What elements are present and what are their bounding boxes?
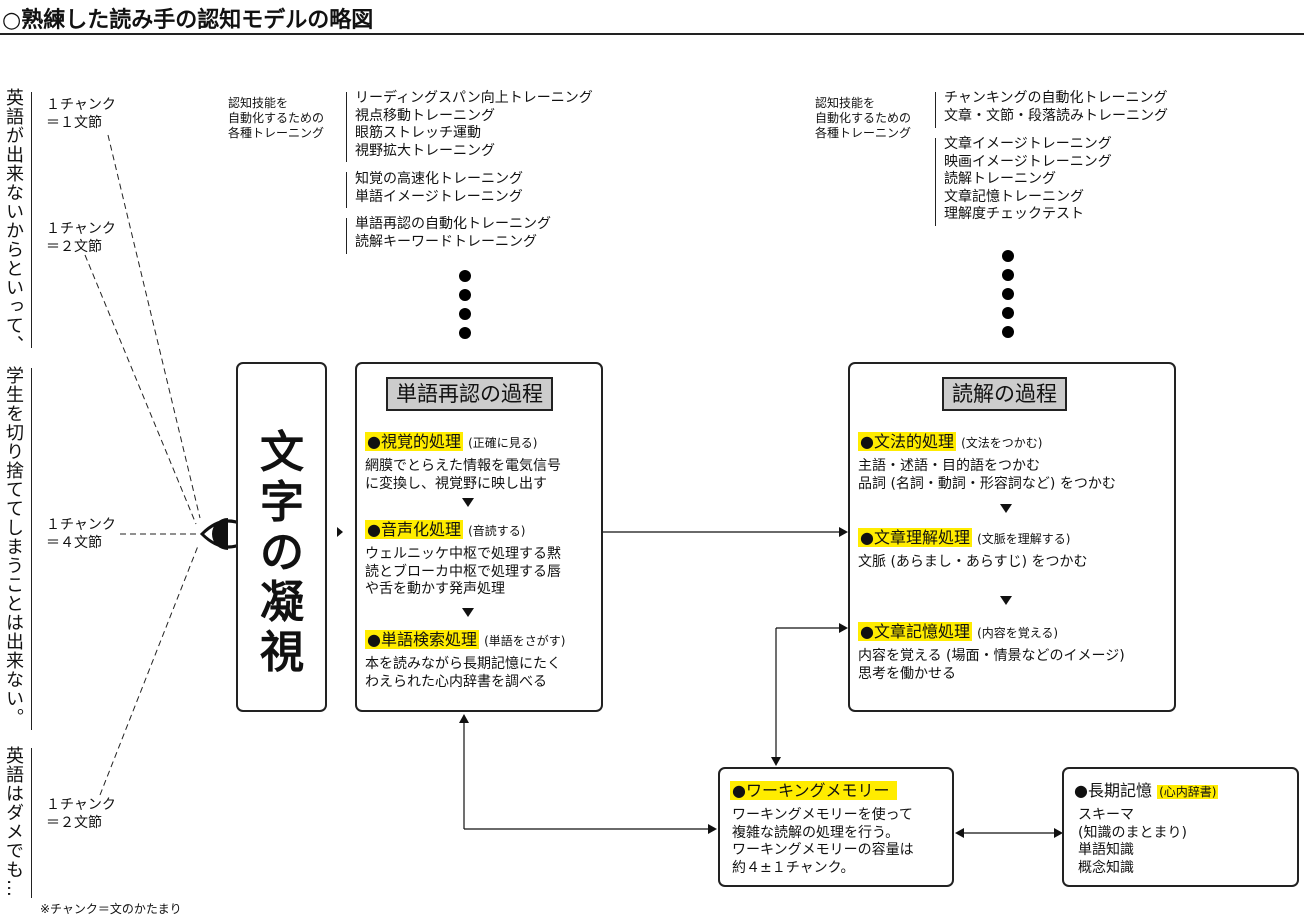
dash-line-4 <box>99 545 199 796</box>
reading-step-2: ●文章理解処理 (文脈を理解する) 文脈 (あらまし・あらすじ) をつかむ <box>858 528 1088 570</box>
working-memory-box: ●ワーキングメモリー ワーキングメモリーを使って 複雑な読解の処理を行う。 ワー… <box>718 767 954 887</box>
training-right-group-1: チャンキングの自動化トレーニング 文章・文節・段落読みトレーニング <box>944 90 1168 124</box>
training-left-group-1: リーディングスパン向上トレーニング 視点移動トレーニング 眼筋ストレッチ運動 視… <box>355 90 593 159</box>
training-left-rule-1 <box>346 92 347 162</box>
long-term-memory-text: スキーマ (知識のまとまり) 単語知識 概念知識 <box>1078 807 1187 876</box>
dash-line-1 <box>107 134 201 519</box>
chunk-label-1: １チャンク＝１文節 <box>46 97 116 131</box>
reading-step-3: ●文章記憶処理 (内容を覚える) 内容を覚える (場面・情景などのイメージ) 思… <box>858 622 1125 682</box>
left-rule-1 <box>31 92 32 348</box>
ellipsis-dot <box>1002 307 1014 319</box>
left-text-2: 学生を切り捨ててしまうことは出来ない。 <box>3 366 24 727</box>
training-right-label: 認知技能を 自動化するための 各種トレーニング <box>815 96 912 140</box>
down-arrow-icon <box>1000 596 1012 605</box>
left-rule-2 <box>31 368 32 730</box>
training-left-group-3: 単語再認の自動化トレーニング 読解キーワードトレーニング <box>355 216 551 250</box>
training-right-group-2: 文章イメージトレーニング 映画イメージトレーニング 読解トレーニング 文章記憶ト… <box>944 136 1112 222</box>
word-step-2: ●音声化処理 (音読する) ウェルニッケ中枢で処理する黙 読とブローカ中枢で処理… <box>365 520 561 597</box>
working-memory-text: ワーキングメモリーを使って 複雑な読解の処理を行う。 ワーキングメモリーの容量は… <box>732 807 914 876</box>
left-rule-3 <box>31 748 32 898</box>
long-term-memory-title: ●長期記憶 (心内辞書) <box>1074 781 1219 800</box>
chunk-label-4: １チャンク＝２文節 <box>46 797 116 831</box>
ellipsis-dot <box>459 270 471 282</box>
working-memory-title: ●ワーキングメモリー <box>730 777 898 801</box>
footnote: ※チャンク＝文のかたまり <box>40 902 182 916</box>
training-right-rule-1 <box>935 92 936 128</box>
ellipsis-dot <box>459 308 471 320</box>
training-left-rule-2 <box>346 172 347 208</box>
ellipsis-dot <box>1002 269 1014 281</box>
ellipsis-dot <box>1002 250 1014 262</box>
left-text-1: 英語が出来ないからといって、 <box>3 88 24 354</box>
down-arrow-icon <box>1000 504 1012 513</box>
page-title: ○熟練した読み手の認知モデルの略図 <box>2 8 374 33</box>
training-left-rule-3 <box>346 218 347 254</box>
word-recognition-box: 単語再認の過程 ●視覚的処理 (正確に見る) 網膜でとらえた情報を電気信号 に変… <box>355 362 603 712</box>
training-left-label: 認知技能を 自動化するための 各種トレーニング <box>228 96 325 140</box>
training-left-group-2: 知覚の高速化トレーニング 単語イメージトレーニング <box>355 171 523 205</box>
word-step-1-title: ●視覚的処理 <box>365 432 463 451</box>
ellipsis-dot <box>459 289 471 301</box>
word-box-header: 単語再認の過程 <box>386 377 553 411</box>
chunk-label-2: １チャンク＝２文節 <box>46 221 116 255</box>
chunk-label-3: １チャンク＝４文節 <box>46 517 116 551</box>
word-step-1: ●視覚的処理 (正確に見る) 網膜でとらえた情報を電気信号 に変換し、視覚野に映… <box>365 432 561 492</box>
training-right-rule-2 <box>935 138 936 226</box>
reading-box-header: 読解の過程 <box>942 377 1067 411</box>
down-arrow-icon <box>462 498 474 507</box>
long-term-memory-box: ●長期記憶 (心内辞書) スキーマ (知識のまとまり) 単語知識 概念知識 <box>1062 767 1299 887</box>
stare-box: 文 字 の 凝 視 <box>236 362 327 712</box>
left-text-3: 英語はダメでも… <box>3 746 24 898</box>
ellipsis-dot <box>1002 288 1014 300</box>
reading-step-1: ●文法的処理 (文法をつかむ) 主語・述語・目的語をつかむ 品詞 (名詞・動詞・… <box>858 432 1116 492</box>
title-rule <box>0 33 1304 35</box>
ellipsis-dot <box>459 327 471 339</box>
down-arrow-icon <box>462 608 474 617</box>
stare-text: 文 字 の 凝 視 <box>260 427 304 678</box>
dash-line-2 <box>84 254 197 525</box>
ellipsis-dot <box>1002 326 1014 338</box>
reading-process-box: 読解の過程 ●文法的処理 (文法をつかむ) 主語・述語・目的語をつかむ 品詞 (… <box>848 362 1176 712</box>
word-step-3: ●単語検索処理 (単語をさがす) 本を読みながら長期記憶にたく わえられた心内辞… <box>365 630 566 690</box>
